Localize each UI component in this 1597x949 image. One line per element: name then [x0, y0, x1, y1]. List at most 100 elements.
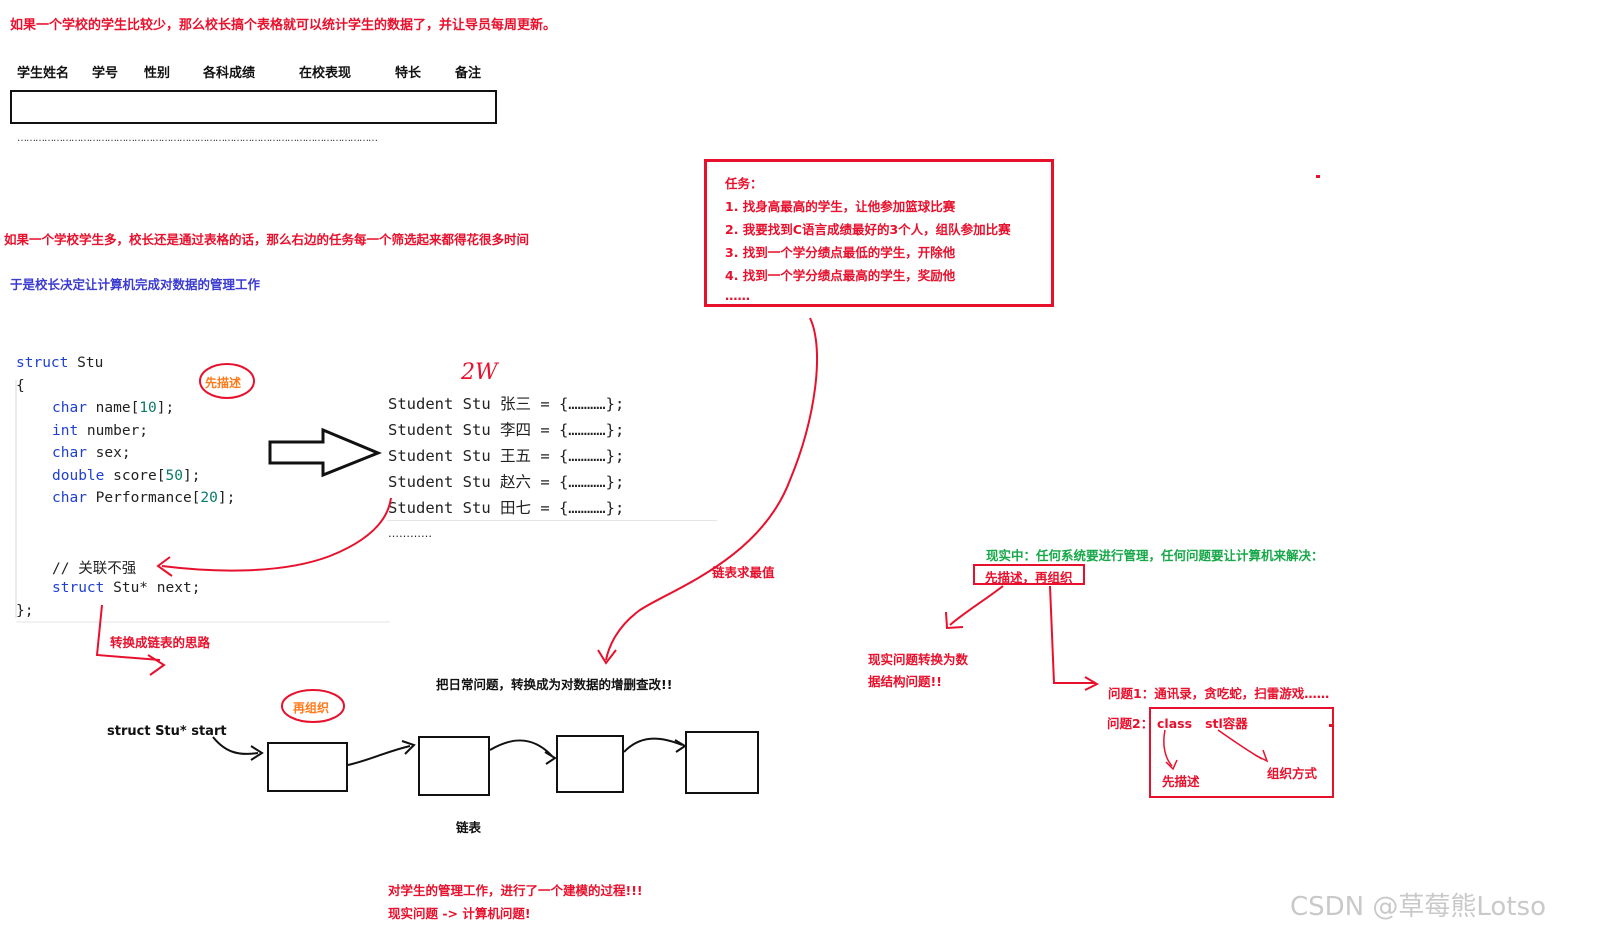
instances-separator	[387, 520, 717, 521]
handwritten-2w: 2W	[461, 360, 498, 385]
code-keyword: double	[52, 468, 105, 484]
reorganize-label: 再组织	[293, 701, 330, 715]
problem2-box	[1149, 707, 1334, 798]
relation-curve	[161, 497, 392, 572]
problem2-text: 问题2：	[1107, 716, 1154, 731]
header-grades: 各科成绩	[203, 66, 256, 81]
instances-more: …………	[388, 527, 432, 540]
task-arrowhead-icon	[597, 649, 617, 665]
node-link-arrowhead-icon	[674, 739, 687, 753]
code-text: Stu	[68, 355, 104, 371]
class-to-describe-arrowhead-icon	[1165, 759, 1178, 771]
instance-line: Student Stu 田七 = {…………};	[388, 499, 625, 517]
dots-separator: …………………………………………………………………………………………………………	[17, 133, 378, 144]
list-node	[267, 742, 348, 792]
reality-left-arrow	[949, 585, 1004, 626]
code-keyword: char	[52, 445, 87, 461]
to-list-arrowhead-icon	[147, 654, 166, 676]
class-stl-text: class stl容器	[1157, 716, 1248, 731]
task-box: 任务： 1. 找身高最高的学生，让他参加篮球比赛 2. 我要找到C语言成绩最好的…	[704, 159, 1054, 307]
code-text: Performance[	[86, 490, 201, 506]
linked-list-max-text: 链表求最值	[712, 565, 775, 580]
task-item: 2. 我要找到C语言成绩最好的3个人，组队参加比赛	[725, 222, 1011, 237]
header-performance: 在校表现	[299, 66, 352, 81]
reality-left-arrowhead-icon	[945, 611, 964, 630]
describe-organize-text: 先描述，再组织	[985, 570, 1073, 585]
node-link-arrowhead-icon	[544, 751, 557, 765]
describe-first-label: 先描述	[205, 376, 242, 390]
code-number: 20	[200, 490, 218, 506]
start-arrow	[212, 736, 259, 755]
start-arrowhead-icon	[250, 745, 264, 761]
relation-arrowhead-icon	[156, 556, 173, 577]
red-dot-mark	[1329, 724, 1332, 727]
to-linked-list-text: 转换成链表的思路	[110, 635, 211, 650]
instance-line: Student Stu 李四 = {…………};	[388, 421, 625, 439]
code-text: score[	[104, 468, 166, 484]
code-number: 50	[165, 468, 183, 484]
code-text: Stu* next;	[104, 580, 201, 596]
code-number: 10	[139, 400, 157, 416]
node-link-arrow	[489, 739, 553, 757]
instance-line: Student Stu 王五 = {…………};	[388, 447, 625, 465]
reality-right-arrowhead-icon	[1084, 676, 1100, 691]
big-arrow-icon	[268, 427, 382, 478]
code-keyword: int	[52, 423, 79, 439]
modeling-text-2: 现实问题 -> 计算机问题!	[388, 906, 531, 921]
code-keyword: struct	[16, 355, 69, 371]
code-comment: // 关联不强	[52, 561, 137, 577]
header-notes: 备注	[455, 66, 482, 81]
node-link-arrow	[623, 737, 683, 753]
code-keyword: char	[52, 490, 87, 506]
task-item: ……	[725, 288, 750, 303]
list-node	[685, 731, 759, 794]
decision-text: 于是校长决定让计算机完成对数据的管理工作	[10, 277, 261, 292]
many-students-text: 如果一个学校学生多，校长还是通过表格的话，那么右边的任务每一个筛选起来都得花很多…	[4, 232, 530, 247]
code-text: ];	[217, 490, 236, 506]
task-curve	[605, 317, 818, 661]
crud-text: 把日常问题，转换成为对数据的增删查改!!	[436, 677, 673, 692]
instance-line: Student Stu 张三 = {…………};	[388, 395, 625, 413]
task-item: 4. 找到一个学分绩点最高的学生，奖励他	[725, 268, 956, 283]
code-keyword: struct	[52, 580, 105, 596]
reorganize-oval	[281, 689, 345, 723]
describe-first-2-text: 先描述	[1162, 774, 1200, 789]
code-open-brace: {	[16, 378, 25, 394]
node-link-arrow	[347, 745, 411, 766]
problem1-text: 问题1：通讯录，贪吃蛇，扫雷游戏……	[1108, 686, 1330, 701]
code-text: ];	[182, 468, 201, 484]
to-list-path	[95, 604, 161, 661]
task-item: 1. 找身高最高的学生，让他参加篮球比赛	[725, 199, 956, 214]
code-keyword: char	[52, 400, 87, 416]
describe-organize-box	[973, 564, 1085, 585]
code-close-brace: };	[16, 603, 34, 619]
linked-list-label: 链表	[456, 820, 482, 835]
task-title: 任务：	[725, 176, 763, 191]
header-student-name: 学生姓名	[17, 66, 70, 81]
table-row-box	[10, 90, 497, 124]
code-text: name[	[86, 400, 140, 416]
reality-right-path	[1049, 585, 1095, 684]
describe-first-oval	[199, 363, 255, 399]
task-item: 3. 找到一个学分绩点最低的学生，开除他	[725, 245, 956, 260]
data-structure-text-2: 据结构问题!!	[868, 674, 942, 689]
code-text: ];	[156, 400, 175, 416]
node-link-arrowhead-icon	[401, 740, 416, 755]
code-text: sex;	[86, 445, 131, 461]
list-start-label: struct Stu* start	[107, 724, 227, 739]
header-specialty: 特长	[395, 66, 422, 81]
watermark: CSDN @草莓熊Lotso	[1290, 892, 1546, 922]
header-gender: 性别	[144, 66, 171, 81]
red-dot-mark	[1316, 175, 1320, 178]
organize-way-text: 组织方式	[1267, 766, 1318, 781]
class-to-describe-arrow	[1163, 729, 1173, 767]
intro-text: 如果一个学校的学生比较少，那么校长搞个表格就可以统计学生的数据了，并让导员每周更…	[10, 18, 557, 33]
instance-line: Student Stu 赵六 = {…………};	[388, 473, 625, 491]
modeling-text-1: 对学生的管理工作，进行了一个建模的过程!!!	[388, 883, 643, 898]
list-node	[418, 736, 490, 796]
reality-text: 现实中：任何系统要进行管理，任何问题要让计算机来解决：	[986, 548, 1324, 563]
stl-to-organize-arrowhead-icon	[1254, 749, 1269, 763]
data-structure-text-1: 现实问题转换为数	[868, 652, 969, 667]
header-student-id: 学号	[92, 66, 119, 81]
